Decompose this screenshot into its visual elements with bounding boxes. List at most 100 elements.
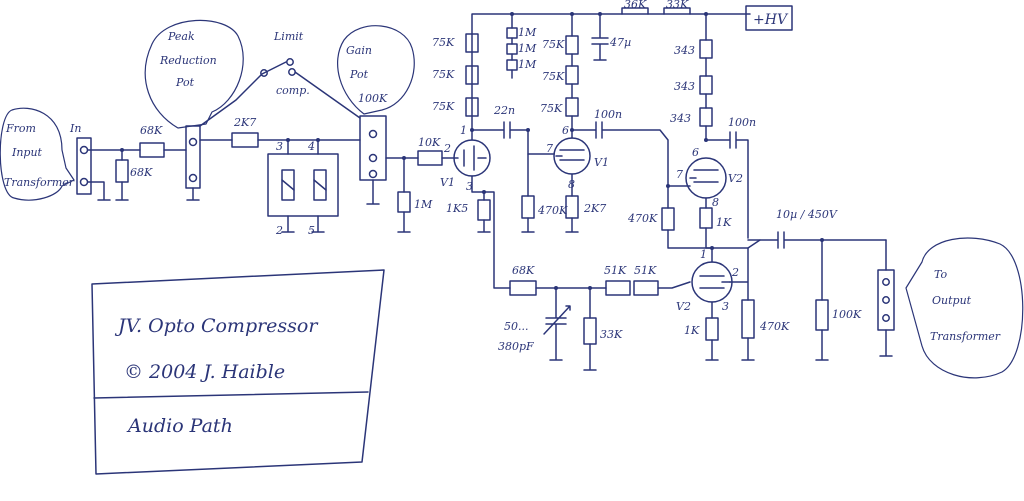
resistor-51k-a-label: 51K bbox=[604, 264, 627, 277]
input-section: From Input Transformer In 68K 68K Peak R… bbox=[0, 19, 415, 237]
tube-v1-right-label: V1 bbox=[594, 156, 609, 169]
output-section: 100K To Output Transformer bbox=[815, 237, 1024, 379]
resistor-75k-c bbox=[465, 97, 479, 117]
resistor-1k5-label: 1K5 bbox=[446, 202, 468, 215]
resistor-343-c bbox=[699, 107, 713, 127]
resistor-75k-d bbox=[565, 35, 579, 55]
input-note-bubble bbox=[0, 107, 75, 201]
peak-pot-note-line2: Reduction bbox=[159, 54, 217, 67]
v1r-pin7: 7 bbox=[546, 142, 553, 155]
resistor-2k7-b bbox=[565, 195, 579, 219]
v1-pin2: 2 bbox=[443, 142, 451, 155]
resistor-75k-f bbox=[565, 97, 579, 117]
resistor-68k-series-label: 68K bbox=[140, 124, 163, 137]
resistor-75k-d-label: 75K bbox=[542, 38, 565, 51]
resistor-68k-shunt-label: 68K bbox=[130, 166, 153, 179]
output-note-line1: To bbox=[934, 268, 947, 281]
title-box bbox=[91, 269, 385, 475]
resistor-1m-a bbox=[506, 27, 518, 39]
v1r-pin6: 6 bbox=[562, 124, 569, 137]
resistor-75k-a bbox=[465, 33, 479, 53]
resistor-75k-e bbox=[565, 65, 579, 85]
v2b-pin1: 1 bbox=[700, 248, 707, 261]
resistor-75k-c-label: 75K bbox=[432, 100, 455, 113]
opto-cell bbox=[267, 153, 339, 217]
hv-label: +HV bbox=[753, 12, 789, 28]
peak-pot-note-line3: Pot bbox=[175, 76, 195, 89]
resistor-470k-c-label: 470K bbox=[759, 320, 790, 333]
v2t-pin7: 7 bbox=[676, 168, 683, 181]
title-line-2: © 2004 J. Haible bbox=[124, 361, 285, 383]
resistor-343-b-label: 343 bbox=[674, 80, 695, 93]
title-block: JV. Opto Compressor © 2004 J. Haible Aud… bbox=[91, 269, 385, 475]
v2b-pin3: 3 bbox=[722, 300, 729, 313]
resistor-75k-b-label: 75K bbox=[432, 68, 455, 81]
resistor-470k-b-label: 470K bbox=[627, 212, 658, 225]
tube-v1-left-label: V1 bbox=[440, 176, 455, 189]
stage-v1-right: 75K 75K 75K V1 6 7 8 2K7 100n 470K bbox=[540, 13, 713, 249]
resistor-100k-out bbox=[815, 299, 829, 331]
cap-47u-label: 47µ bbox=[609, 36, 631, 49]
input-connector bbox=[76, 137, 92, 195]
opto-pin5: 5 bbox=[308, 224, 315, 237]
tube-v2-top-label: V2 bbox=[728, 172, 743, 185]
gain-pot-note-line1: Gain bbox=[346, 44, 372, 57]
cap-var-label-1: 50... bbox=[504, 320, 529, 333]
resistor-1m-a-label: 1M bbox=[518, 26, 537, 39]
v1-pin3: 3 bbox=[466, 180, 473, 193]
resistor-68k-feedback bbox=[509, 280, 537, 296]
resistor-470k-a-label: 470K bbox=[537, 204, 568, 217]
resistor-36k-label: 36K bbox=[624, 0, 647, 11]
switch-limit-label: Limit bbox=[273, 30, 304, 43]
peak-pot-note-line1: Peak bbox=[167, 30, 195, 43]
resistor-1m-b-label: 1M bbox=[518, 42, 537, 55]
input-connector-pin-gnd bbox=[79, 177, 89, 187]
cap-100n-a-label: 100n bbox=[594, 108, 622, 121]
resistor-1m-grid bbox=[397, 191, 411, 213]
resistor-68k-shunt bbox=[115, 159, 129, 183]
resistor-1m-b bbox=[506, 43, 518, 55]
resistor-10k-label: 10K bbox=[418, 136, 441, 149]
resistor-2k7-b-label: 2K7 bbox=[583, 202, 606, 215]
bias-divider: 1M 1M 1M 47µ bbox=[506, 12, 708, 79]
output-note-line3: Transformer bbox=[930, 330, 1001, 343]
resistor-343-b bbox=[699, 75, 713, 95]
resistor-68k-feedback-label: 68K bbox=[512, 264, 535, 277]
output-note-line2: Output bbox=[932, 294, 972, 307]
stage-v2: 36K 33K +HV 343 343 343 100n V2 6 7 8 1K… bbox=[621, 0, 887, 361]
cap-22n-label: 22n bbox=[493, 104, 515, 117]
resistor-470k-b bbox=[661, 207, 675, 231]
resistor-1m-c bbox=[506, 59, 518, 71]
cap-100n-b-label: 100n bbox=[728, 116, 756, 129]
tube-v2-bottom-label: V2 bbox=[676, 300, 691, 313]
resistor-470k-a bbox=[521, 195, 535, 219]
resistor-51k-b-label: 51K bbox=[634, 264, 657, 277]
resistor-1k5 bbox=[477, 199, 491, 221]
v1-pin1: 1 bbox=[460, 124, 467, 137]
stage-v1: 10K 1M V1 1 2 3 1K5 75K 75K 75K 22n bbox=[385, 13, 751, 289]
input-label: In bbox=[69, 122, 81, 135]
resistor-2k7-label: 2K7 bbox=[233, 116, 256, 129]
resistor-33k-top-label: 33K bbox=[666, 0, 689, 11]
input-note-line2: Input bbox=[11, 146, 43, 159]
opto-pin4: 4 bbox=[307, 140, 315, 153]
feedback-network: 68K 51K 51K 50... 380pF 33K bbox=[498, 264, 691, 371]
resistor-75k-a-label: 75K bbox=[432, 36, 455, 49]
resistor-1m-grid-label: 1M bbox=[414, 198, 433, 211]
resistor-51k-b bbox=[633, 280, 659, 296]
resistor-1m-c-label: 1M bbox=[518, 58, 537, 71]
resistor-343-c-label: 343 bbox=[670, 112, 691, 125]
v2b-pin2: 2 bbox=[731, 266, 739, 279]
cap-var-label-2: 380pF bbox=[498, 340, 534, 353]
resistor-2k7 bbox=[231, 132, 259, 148]
resistor-343-a bbox=[699, 39, 713, 59]
peak-reduction-pot bbox=[185, 125, 201, 189]
v2t-pin6: 6 bbox=[692, 146, 699, 159]
opto-pin3: 3 bbox=[276, 140, 283, 153]
switch-comp-label: comp. bbox=[276, 84, 310, 97]
gain-pot-bubble bbox=[337, 25, 415, 115]
resistor-10k bbox=[417, 150, 443, 166]
resistor-1k-b-label: 1K bbox=[684, 324, 700, 337]
resistor-1k-b bbox=[705, 317, 719, 341]
